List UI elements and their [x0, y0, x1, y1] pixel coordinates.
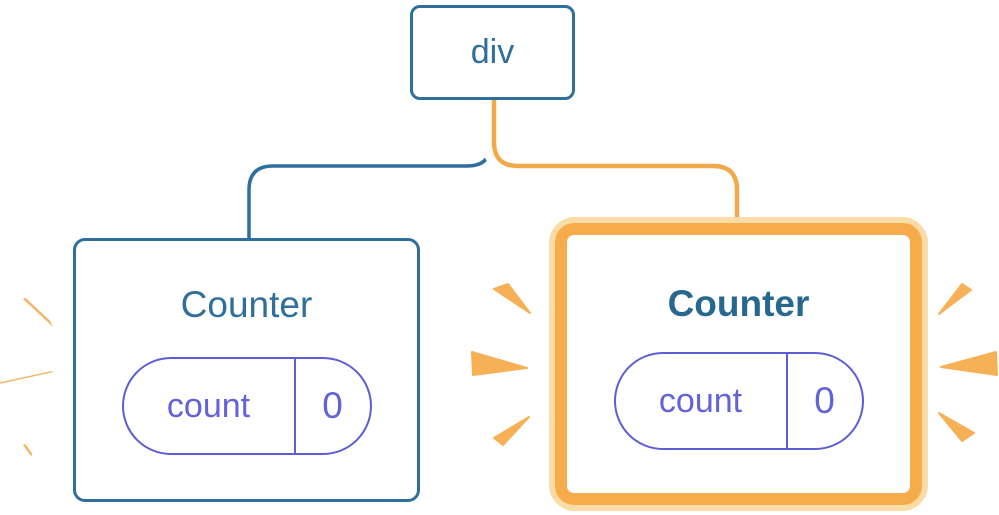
pill-divider [785, 354, 788, 448]
ray-icon [938, 283, 972, 315]
state-pill: count 0 [121, 357, 372, 455]
state-name-label: count [166, 386, 251, 425]
connector-left-edge [247, 99, 493, 243]
ray-icon [0, 353, 57, 382]
emphasis-rays-right-counter-right [938, 283, 998, 442]
state-value-label: 0 [814, 380, 835, 421]
counter-title: Counter [180, 284, 313, 325]
ray-icon [471, 351, 528, 376]
tree-node-div: div [410, 5, 575, 100]
tree-node-counter-right: Counter count 0 [555, 223, 922, 505]
connector-right-edge [491, 96, 740, 232]
tree-node-div-label: div [470, 33, 515, 71]
tree-node-counter-left: Counter count 0 [73, 238, 420, 502]
emphasis-rays-right-counter-left [471, 283, 531, 446]
ray-icon [493, 416, 530, 446]
state-name-label: count [658, 381, 743, 420]
ray-icon [493, 283, 531, 314]
state-pill: count 0 [613, 352, 864, 450]
counter-title: Counter [667, 283, 810, 324]
ray-icon [24, 288, 56, 325]
tree-node-counter-right-highlight: Counter count 0 [549, 217, 928, 511]
ray-icon [940, 351, 998, 376]
state-value-label: 0 [322, 385, 343, 426]
emphasis-rays-left-counter [0, 288, 57, 456]
pill-divider [293, 359, 296, 453]
ray-icon [938, 412, 975, 442]
ray-icon [24, 422, 57, 454]
